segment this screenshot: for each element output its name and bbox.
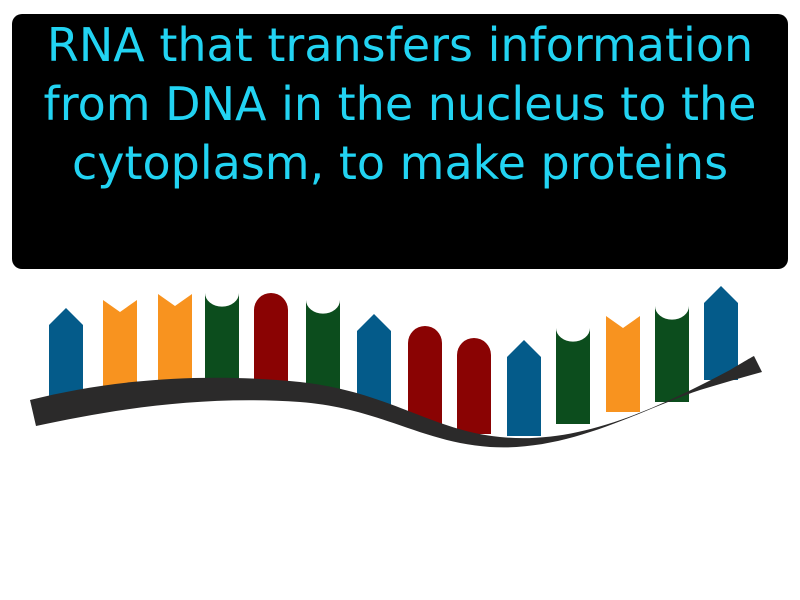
green-base — [205, 293, 239, 388]
definition-text: RNA that transfers information from DNA … — [43, 18, 757, 190]
green-base — [556, 328, 590, 424]
red-base — [408, 326, 442, 424]
green-base — [655, 306, 689, 402]
orange-base — [103, 300, 137, 394]
green-base — [306, 300, 340, 398]
definition-box: RNA that transfers information from DNA … — [12, 14, 788, 269]
red-base — [457, 338, 491, 434]
orange-base — [158, 294, 192, 389]
blue-base — [357, 314, 391, 410]
mrna-strand-illustration — [30, 286, 762, 448]
blue-base — [507, 340, 541, 436]
orange-base — [606, 316, 640, 412]
blue-base — [704, 286, 738, 380]
nucleotide-bases — [49, 286, 738, 436]
red-base — [254, 293, 288, 390]
sugar-phosphate-backbone — [30, 356, 762, 448]
blue-base — [49, 308, 83, 404]
